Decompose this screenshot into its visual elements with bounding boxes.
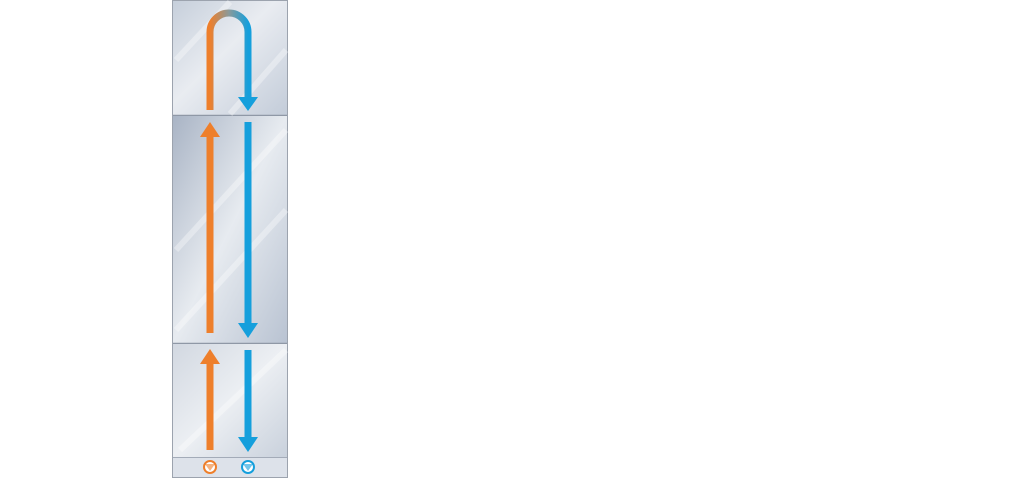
valve-icon	[203, 460, 217, 474]
middle-section	[173, 116, 287, 343]
arrow-up-icon	[200, 349, 220, 364]
glass-sheen	[173, 0, 289, 453]
top-section	[173, 1, 287, 115]
valve-icon	[241, 460, 255, 474]
arrow-up-icon	[200, 122, 220, 137]
arrow-down-icon	[238, 97, 258, 111]
connector-strip	[173, 458, 287, 477]
u-bend-icon	[206, 9, 252, 110]
arrow-down-icon	[238, 323, 258, 338]
arrow-down-icon	[238, 437, 258, 452]
bottom-section	[173, 344, 287, 457]
